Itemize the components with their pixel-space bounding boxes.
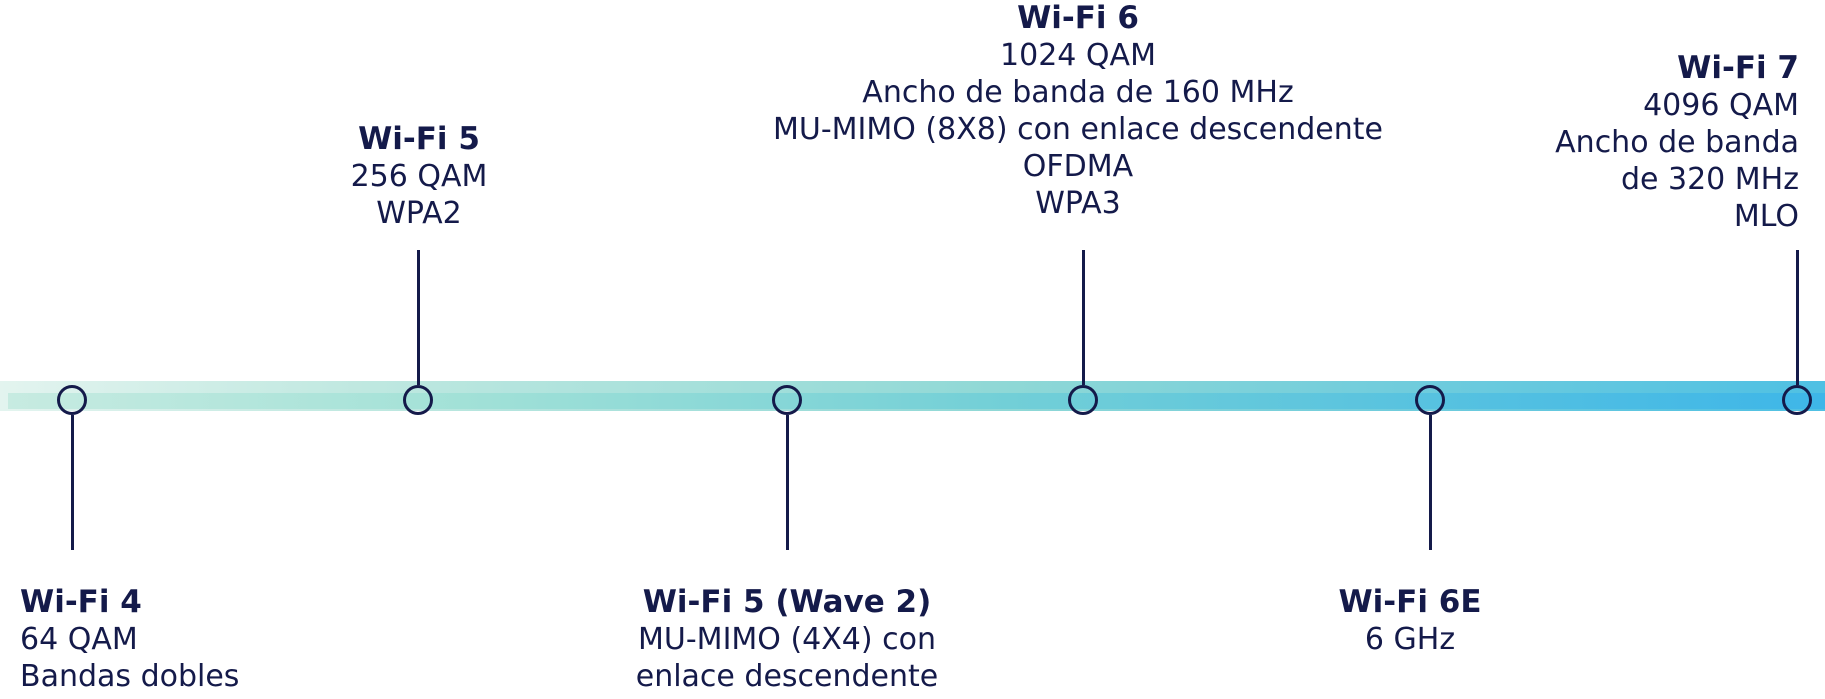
wifi6-feature: 1024 QAM [1000,38,1156,73]
wifi7-label: Wi-Fi 7 4096 QAM Ancho de banda de 320 M… [1555,50,1799,235]
wifi7-node [1782,385,1812,415]
wifi7-feature: Ancho de banda [1555,125,1799,160]
wifi5-label: Wi-Fi 5 256 QAM WPA2 [319,121,519,232]
wifi7-connector [1796,250,1799,385]
wifi4-node [57,385,87,415]
wifi4-connector [71,415,74,550]
wifi6e-feature: 6 GHz [1364,622,1456,657]
wifi6-title: Wi-Fi 6 [1017,0,1139,36]
wifi4-title: Wi-Fi 4 [20,584,142,620]
wifi7-feature: de 320 MHz [1620,162,1799,197]
wifi6e-node [1415,385,1445,415]
timeline-track [8,393,1825,409]
wifi6-feature: MU-MIMO (8X8) con enlace descendente [772,112,1383,147]
wifi6e-label: Wi-Fi 6E 6 GHz [1310,584,1510,658]
wifi5-feature: 256 QAM [350,159,488,194]
wifi6-node [1068,385,1098,415]
wifi7-feature: MLO [1733,199,1799,234]
wifi5-wave2-feature: enlace descendente [635,659,939,694]
wifi6-feature: WPA3 [1035,186,1121,221]
wifi6-feature: OFDMA [1022,149,1134,184]
wifi4-feature: 64 QAM [20,622,138,657]
wifi4-label: Wi-Fi 4 64 QAM Bandas dobles [20,584,239,695]
wifi5-connector [417,250,420,385]
wifi5-wave2-label: Wi-Fi 5 (Wave 2) MU-MIMO (4X4) con enlac… [587,584,987,695]
wifi7-feature: 4096 QAM [1643,88,1799,123]
wifi7-title: Wi-Fi 7 [1677,50,1799,86]
wifi6-feature: Ancho de banda de 160 MHz [862,75,1294,110]
wifi5-wave2-node [772,385,802,415]
wifi5-wave2-title: Wi-Fi 5 (Wave 2) [642,584,932,620]
wifi5-node [403,385,433,415]
wifi5-wave2-connector [786,415,789,550]
wifi6-label: Wi-Fi 6 1024 QAM Ancho de banda de 160 M… [713,0,1443,222]
wifi5-feature: WPA2 [376,196,462,231]
wifi6e-title: Wi-Fi 6E [1338,584,1482,620]
wifi6e-connector [1429,415,1432,550]
wifi5-wave2-feature: MU-MIMO (4X4) con [638,622,936,657]
wifi5-title: Wi-Fi 5 [358,121,480,157]
wifi6-connector [1082,250,1085,385]
wifi4-feature: Bandas dobles [20,659,240,694]
